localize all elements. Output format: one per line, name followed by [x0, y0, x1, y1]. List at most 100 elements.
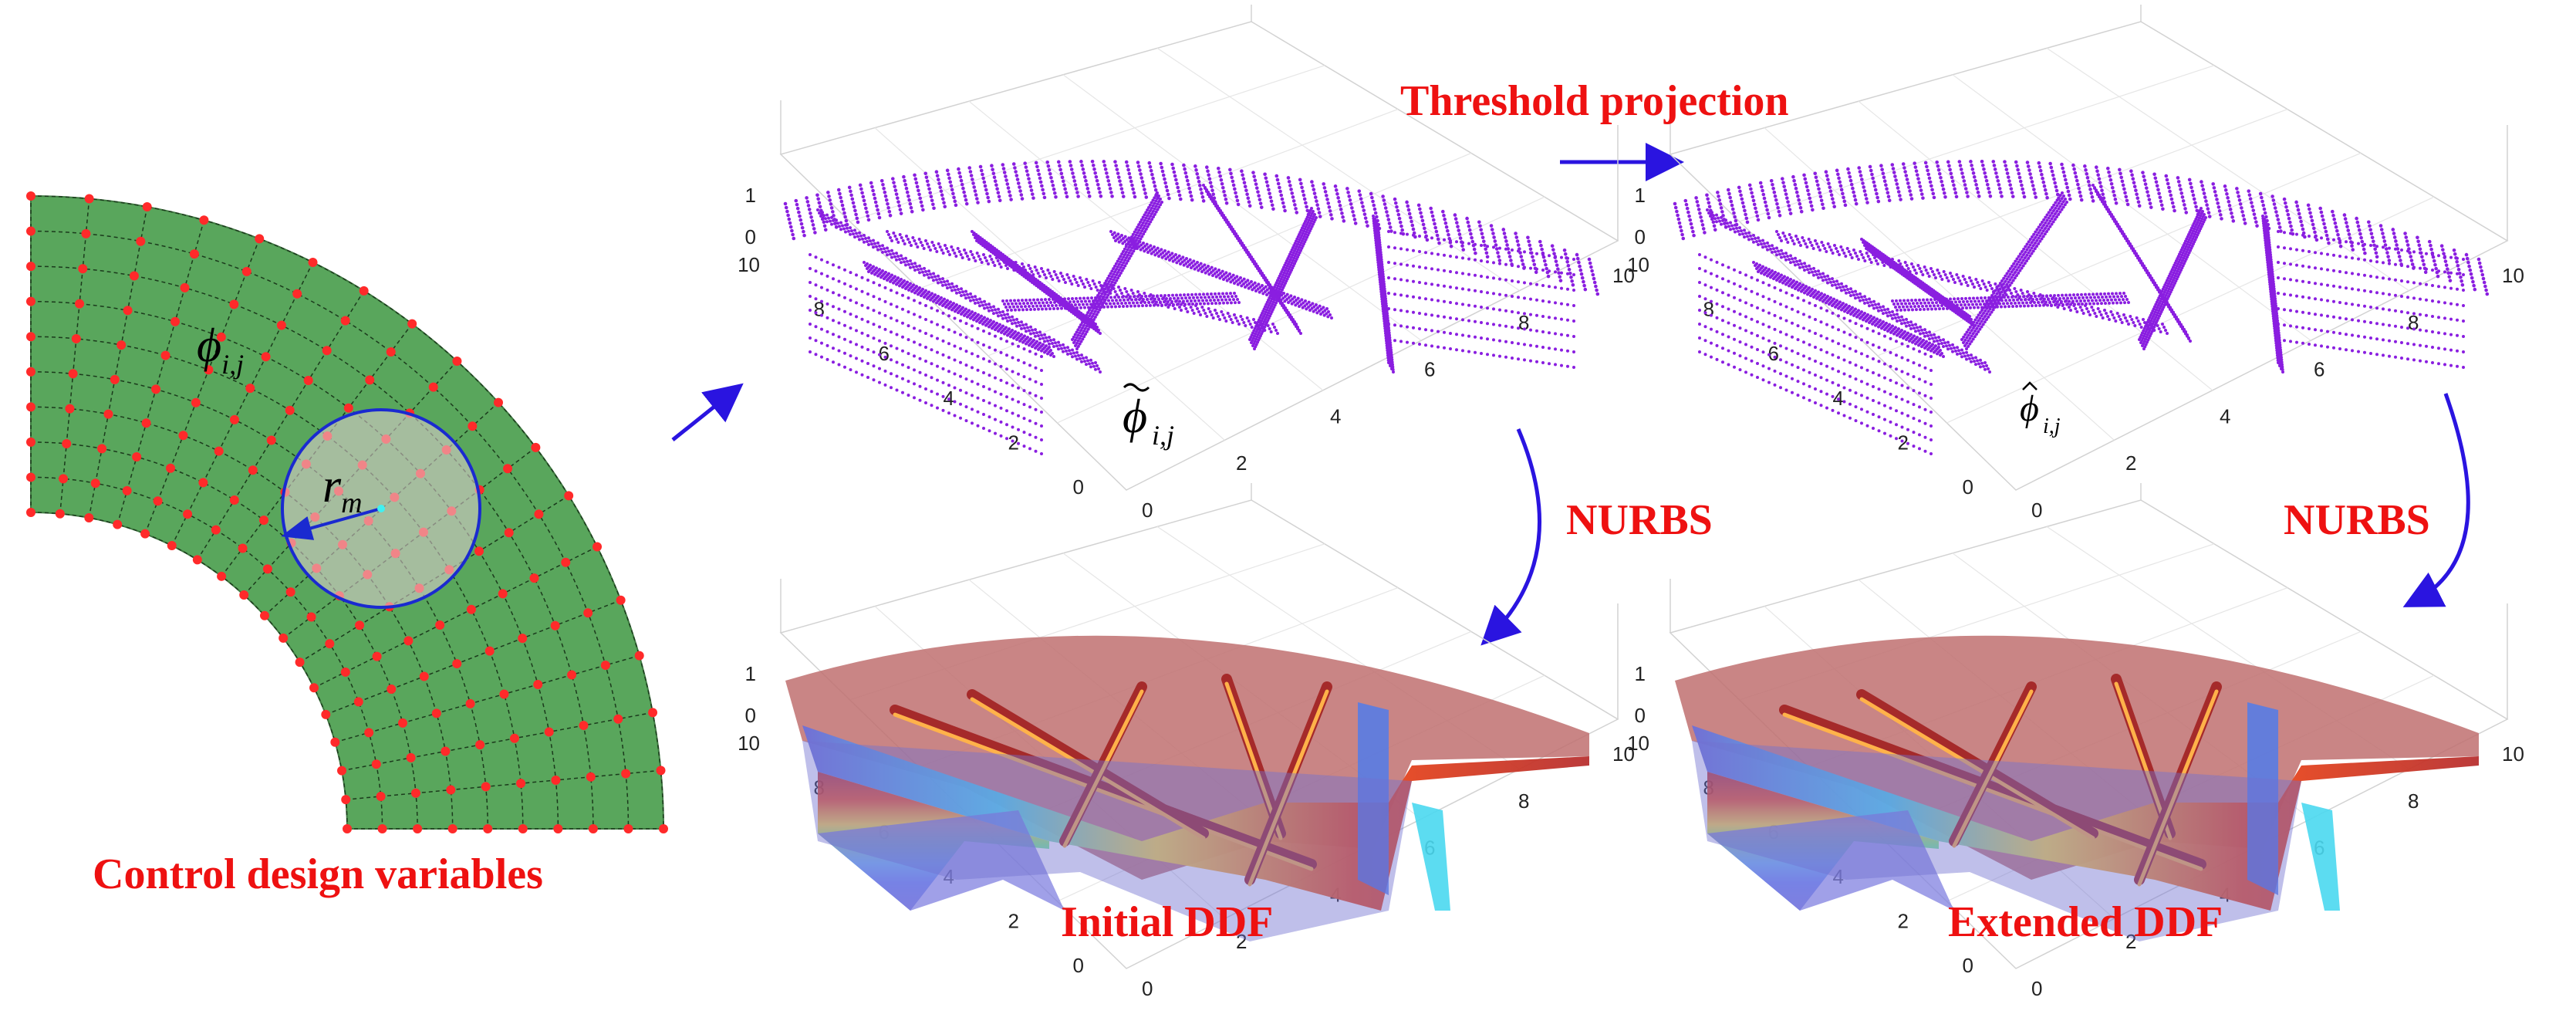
control-point [123, 306, 133, 315]
control-point [97, 444, 106, 453]
control-point [398, 718, 407, 728]
control-point [485, 647, 495, 656]
control-point [341, 668, 350, 677]
control-point [167, 541, 177, 550]
control-point [355, 620, 364, 630]
control-point [341, 316, 350, 326]
control-point [190, 249, 199, 259]
y-tick: 10 [738, 253, 760, 276]
x-tick: 0 [2031, 499, 2042, 522]
control-design-variables-label: Control design variables [93, 853, 543, 896]
control-point [564, 491, 573, 500]
initial-ddf-label: Initial DDF [1061, 901, 1273, 944]
control-point [56, 509, 65, 519]
control-point [183, 509, 192, 519]
control-point [623, 824, 633, 833]
control-point [529, 573, 538, 583]
extended-ddf-label: Extended DDF [1948, 901, 2223, 944]
x-tick: 0 [2031, 977, 2042, 1000]
control-point [81, 229, 90, 238]
control-point [435, 620, 444, 630]
control-point [441, 747, 450, 756]
z-tick: 0 [745, 225, 756, 248]
control-point [260, 611, 269, 620]
control-point [151, 384, 160, 394]
control-point [551, 776, 560, 785]
threshold-projection-label: Threshold projection [1400, 79, 1789, 123]
control-point [230, 415, 239, 424]
control-point [499, 689, 508, 698]
control-point [448, 824, 457, 833]
y-tick: 0 [1963, 954, 1973, 977]
control-point [277, 321, 286, 330]
y-tick: 2 [1898, 909, 1909, 932]
control-point [178, 431, 187, 440]
control-point [78, 264, 87, 273]
control-point [85, 194, 94, 203]
control-point [259, 516, 268, 525]
control-point [143, 202, 152, 211]
control-point [407, 319, 417, 329]
y-tick: 10 [1627, 732, 1649, 755]
control-point [309, 683, 319, 692]
control-point [321, 710, 330, 719]
ddf-surface [785, 636, 1589, 941]
control-point [26, 332, 35, 341]
control-point [116, 340, 126, 350]
control-point [503, 464, 512, 473]
x-tick: 2 [2125, 451, 2136, 475]
control-point [263, 564, 272, 573]
control-point [466, 699, 475, 708]
control-point [242, 267, 252, 276]
control-point [659, 824, 668, 833]
x-tick: 6 [1424, 358, 1435, 381]
control-point [553, 824, 562, 833]
y-tick: 2 [1008, 909, 1019, 932]
control-point [199, 215, 208, 225]
control-point [468, 421, 477, 431]
control-point [475, 740, 484, 749]
arrow-nurbs-left [1489, 429, 1540, 637]
control-point [295, 657, 305, 667]
control-point [467, 605, 476, 614]
control-point [84, 513, 93, 522]
control-point [239, 590, 248, 600]
control-point [198, 478, 208, 487]
control-point [373, 652, 382, 661]
control-point [26, 367, 35, 377]
control-point [62, 439, 71, 448]
arrow-to-density [673, 390, 734, 440]
control-point [230, 495, 239, 505]
control-point [26, 227, 35, 236]
control-point [494, 398, 503, 407]
control-point [579, 721, 588, 730]
control-point [534, 509, 543, 519]
control-point [481, 782, 491, 791]
control-point [245, 384, 255, 393]
control-point [113, 520, 122, 529]
control-point [601, 661, 610, 670]
control-point [364, 728, 373, 737]
y-tick: 0 [1073, 475, 1084, 499]
control-point [142, 418, 151, 428]
control-point [136, 237, 145, 246]
x-tick: 10 [2502, 264, 2524, 287]
control-point [191, 398, 201, 407]
control-point [474, 546, 484, 556]
control-point [337, 766, 346, 776]
control-point [26, 438, 35, 447]
svg-text:i,j: i,j [1152, 420, 1174, 451]
control-point [635, 651, 644, 661]
z-tick: 0 [745, 704, 756, 727]
control-point [387, 347, 396, 357]
control-point [217, 572, 226, 581]
control-point [304, 376, 313, 385]
control-point [518, 824, 528, 833]
z-tick: 1 [745, 184, 756, 207]
control-point [343, 824, 352, 833]
x-tick: 4 [1330, 404, 1341, 428]
control-point [307, 612, 316, 621]
